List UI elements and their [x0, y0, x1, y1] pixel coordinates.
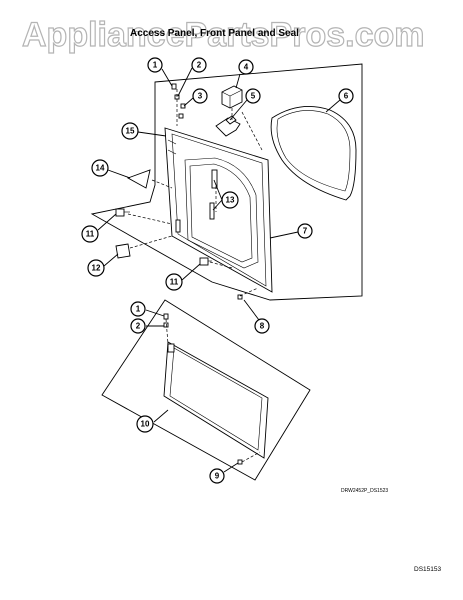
svg-text:8: 8 — [260, 322, 265, 331]
callout-12: 12 — [87, 259, 105, 277]
left-clip — [115, 208, 130, 217]
label-plate — [115, 243, 131, 259]
front-panel — [164, 127, 273, 293]
svg-text:5: 5 — [251, 92, 256, 101]
svg-text:13: 13 — [226, 196, 235, 205]
callout-5: 5 — [245, 88, 261, 104]
callout-1-lower: 1 — [130, 301, 146, 317]
bottom-clip — [199, 257, 212, 266]
sheet-code: DS15153 — [414, 566, 441, 573]
svg-text:2: 2 — [197, 61, 202, 70]
door-seal — [270, 105, 357, 201]
callout-13: 13 — [221, 191, 239, 209]
callout-8: 8 — [254, 318, 270, 334]
diagram-title: Access Panel, Front Panel and Seal — [130, 28, 299, 39]
svg-text:10: 10 — [141, 420, 150, 429]
bottom-screw — [237, 451, 261, 465]
svg-text:6: 6 — [344, 92, 349, 101]
watermark-text: AppliancePartsPros.com — [22, 16, 424, 54]
bracket-part — [215, 115, 241, 137]
callout-15: 15 — [121, 122, 139, 140]
callout-2-upper: 2 — [191, 57, 207, 73]
svg-text:11: 11 — [86, 230, 95, 239]
access-panel — [163, 341, 269, 459]
right-screw — [237, 294, 243, 300]
callout-7: 7 — [297, 223, 313, 239]
upper-screw — [171, 83, 186, 126]
svg-text:14: 14 — [96, 164, 105, 173]
callout-6: 6 — [338, 88, 354, 104]
svg-text:11: 11 — [170, 278, 179, 287]
svg-text:3: 3 — [198, 92, 203, 101]
callout-11-left: 11 — [81, 225, 99, 243]
svg-text:1: 1 — [136, 305, 141, 314]
callout-2-lower: 2 — [130, 318, 146, 334]
assembly-lines — [127, 108, 263, 297]
svg-text:12: 12 — [92, 264, 101, 273]
callout-4: 4 — [238, 59, 254, 75]
svg-text:4: 4 — [244, 63, 249, 72]
upper-assembly-plane — [90, 63, 363, 301]
callout-11-bottom: 11 — [165, 273, 183, 291]
svg-text:7: 7 — [303, 227, 308, 236]
lower-screws — [163, 313, 169, 345]
callout-10: 10 — [136, 415, 154, 433]
triangle-pad — [126, 169, 151, 189]
callout-1-upper: 1 — [147, 57, 163, 73]
svg-text:2: 2 — [136, 322, 141, 331]
lower-assembly-plane — [101, 299, 311, 481]
drawing-id: DRW2452P_DS1523 — [341, 488, 388, 494]
callout-14: 14 — [91, 159, 109, 177]
hinge-block — [221, 85, 243, 109]
svg-text:15: 15 — [126, 127, 135, 136]
svg-text:1: 1 — [153, 61, 158, 70]
callout-3: 3 — [192, 88, 208, 104]
callout-9: 9 — [209, 468, 225, 484]
svg-text:9: 9 — [215, 472, 220, 481]
